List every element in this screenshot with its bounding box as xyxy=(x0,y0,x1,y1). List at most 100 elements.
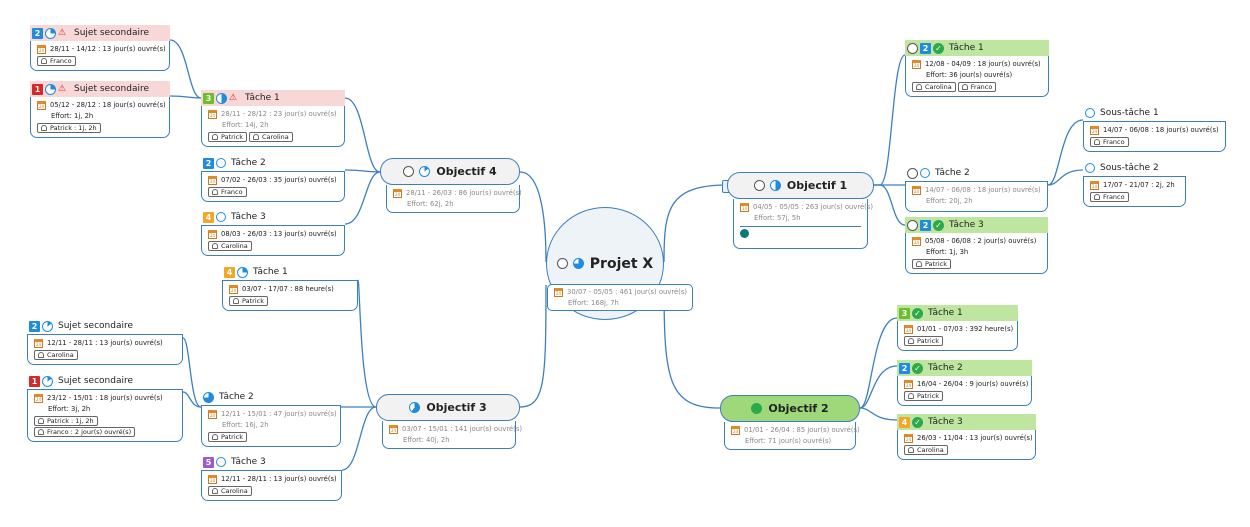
resource-tag[interactable]: Patrick xyxy=(904,391,943,401)
task-dates: 08/03 - 26/03 : 13 jour(s) ouvré(s) xyxy=(221,230,337,238)
resource-tag[interactable]: Franco xyxy=(37,56,76,66)
objectif-1-title: Objectif 1 xyxy=(786,179,848,192)
calendar-icon: 24 xyxy=(1090,181,1099,190)
task-dates: 26/03 - 11/04 : 13 jour(s) ouvré(s) xyxy=(917,434,1033,442)
task-dates: 03/07 - 17/07 : 88 heure(s) xyxy=(242,285,334,293)
resource-tag[interactable]: Patrick xyxy=(912,259,951,269)
resource-name: Patrick xyxy=(221,132,243,141)
resource-tag[interactable]: Franco xyxy=(1090,192,1129,202)
priority-badge: 5 xyxy=(203,456,214,468)
objectif-2[interactable]: Objectif 2 xyxy=(720,395,860,422)
task-title: Sous-tâche 1 xyxy=(1100,108,1159,118)
resource-tag[interactable]: Franco xyxy=(208,187,247,197)
calendar-icon: 24 xyxy=(208,176,217,185)
resource-tag[interactable]: Franco xyxy=(957,82,997,92)
resource-tag[interactable]: Franco : 2 jour(s) ouvré(s) xyxy=(34,427,136,437)
person-icon xyxy=(212,134,218,140)
task-dates: 05/08 - 06/08 : 2 jour(s) ouvré(s) xyxy=(925,237,1037,245)
resource-tag[interactable]: Carolina xyxy=(248,132,293,142)
person-icon xyxy=(916,261,922,267)
person-icon xyxy=(212,434,218,440)
task-title: Tâche 3 xyxy=(231,212,266,222)
person-icon xyxy=(38,418,44,424)
calendar-icon: 24 xyxy=(912,186,921,195)
alert-icon: ⚠ xyxy=(229,92,238,103)
resource-tag[interactable]: Carolina xyxy=(34,350,78,360)
objectif-2-title: Objectif 2 xyxy=(768,402,829,415)
task-effort: Effort: 1j, 3h xyxy=(926,248,969,256)
resource-name: Franco : 2 jour(s) ouvré(s) xyxy=(47,427,132,436)
person-icon xyxy=(212,243,218,249)
calendar-icon: 24 xyxy=(208,110,217,119)
task-effort: Effort: 1j, 2h xyxy=(51,112,94,120)
objectif-4[interactable]: Objectif 4 xyxy=(380,158,520,185)
resource-tag[interactable]: Patrick xyxy=(208,132,247,142)
status-circle-icon xyxy=(216,158,226,168)
resource-tag[interactable]: Carolina xyxy=(912,82,956,92)
resource-name: Franco xyxy=(1103,137,1125,146)
resource-name: Carolina xyxy=(925,82,952,91)
obj4-effort: Effort: 62j, 2h xyxy=(407,200,454,208)
priority-badge: 3 xyxy=(899,307,910,319)
person-icon xyxy=(1094,139,1100,145)
status-circle-icon xyxy=(1085,108,1095,118)
clock-icon xyxy=(907,42,918,54)
check-icon: ✓ xyxy=(912,362,923,374)
resource-tag[interactable]: Patrick : 1j, 2h xyxy=(34,416,98,426)
resource-tag[interactable]: Carolina xyxy=(904,445,948,455)
resource-tag[interactable]: Carolina xyxy=(208,241,252,251)
task-title: Sujet secondaire xyxy=(74,28,149,38)
obj4-dates: 28/11 - 26/03 : 86 jour(s) ouvré(s) xyxy=(406,189,522,197)
task-effort: Effort: 16j, 2h xyxy=(222,421,269,429)
status-circle-icon xyxy=(216,457,226,467)
calendar-icon: 24 xyxy=(208,410,217,419)
progress-icon xyxy=(751,403,763,414)
objectif-1[interactable]: Objectif 1 xyxy=(727,172,874,199)
resource-tag[interactable]: Patrick xyxy=(904,336,943,346)
resource-name: Carolina xyxy=(47,350,74,359)
resource-name: Carolina xyxy=(221,486,248,495)
calendar-icon: 24 xyxy=(34,339,43,348)
task-dates: 12/11 - 15/01 : 47 jour(s) ouvré(s) xyxy=(221,410,337,418)
objectif-4-title: Objectif 4 xyxy=(436,165,497,178)
person-icon xyxy=(212,488,218,494)
resource-tag[interactable]: Patrick : 1j, 2h xyxy=(37,123,101,133)
obj1-dates: 04/05 - 05/05 : 263 jour(s) ouvré(s) xyxy=(753,203,874,211)
sharepoint-icon[interactable] xyxy=(740,229,749,238)
resource-tag[interactable]: Patrick xyxy=(229,296,268,306)
progress-icon xyxy=(769,180,781,191)
resource-tag[interactable]: Carolina xyxy=(208,486,252,496)
task-dates: 28/11 - 28/12 : 23 jour(s) ouvré(s) xyxy=(221,110,337,118)
resource-tag[interactable]: Patrick xyxy=(208,432,247,442)
task-dates: 16/04 - 26/04 : 9 jour(s) ouvré(s) xyxy=(917,380,1029,388)
progress-icon xyxy=(572,258,584,269)
objectif-3[interactable]: Objectif 3 xyxy=(376,394,520,421)
calendar-icon: 24 xyxy=(34,394,43,403)
person-icon xyxy=(38,352,44,358)
resource-name: Patrick xyxy=(917,391,939,400)
person-icon xyxy=(212,189,218,195)
resource-tag[interactable]: Franco xyxy=(1090,137,1129,147)
priority-badge: 2 xyxy=(920,42,931,54)
person-icon xyxy=(252,134,259,140)
